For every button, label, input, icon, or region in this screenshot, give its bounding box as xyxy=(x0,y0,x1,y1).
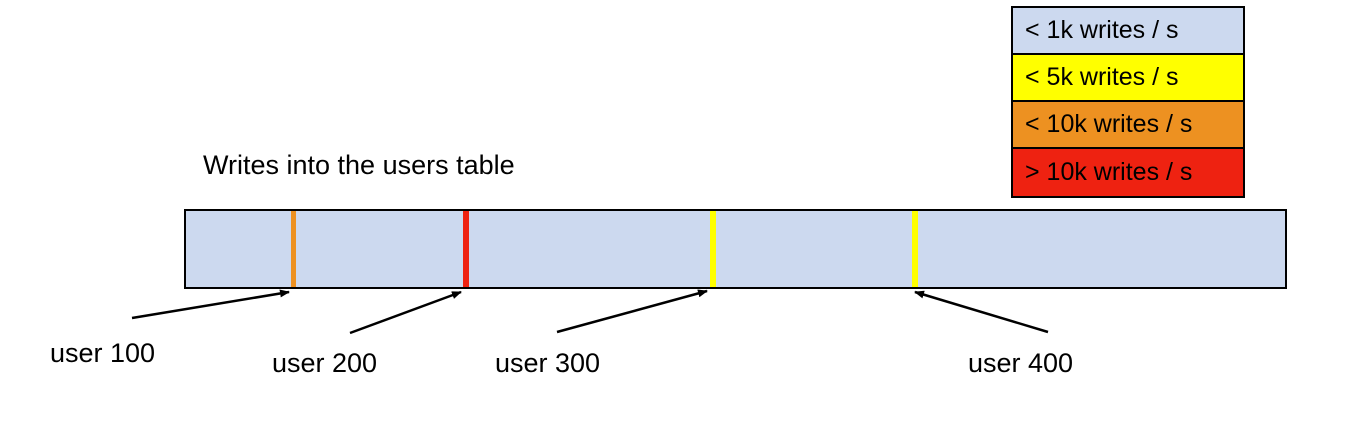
legend-label-lt-1k: < 1k writes / s xyxy=(1025,16,1179,44)
legend: < 1k writes / s < 5k writes / s < 10k wr… xyxy=(1011,6,1245,198)
chart-title: Writes into the users table xyxy=(203,150,515,180)
arrow-user-100 xyxy=(131,289,290,320)
legend-row-lt-5k: < 5k writes / s xyxy=(1013,55,1243,102)
callout-label-user-100: user 100 xyxy=(50,338,156,368)
legend-row-lt-10k: < 10k writes / s xyxy=(1013,102,1243,149)
stripe-user-100 xyxy=(291,211,296,287)
legend-label-lt-10k: < 10k writes / s xyxy=(1025,110,1193,138)
legend-row-lt-1k: < 1k writes / s xyxy=(1013,8,1243,55)
stripe-user-200 xyxy=(463,211,469,287)
legend-row-gt-10k: > 10k writes / s xyxy=(1013,149,1243,196)
callout-label-user-300: user 300 xyxy=(495,348,601,378)
users-table-bar xyxy=(184,209,1287,289)
stripe-user-400 xyxy=(912,211,918,287)
callout-label-user-200: user 200 xyxy=(272,348,378,378)
stripe-user-300 xyxy=(710,211,716,287)
legend-label-lt-5k: < 5k writes / s xyxy=(1025,63,1179,91)
arrow-user-400 xyxy=(914,290,1049,334)
arrow-user-200 xyxy=(349,290,462,335)
callout-label-user-400: user 400 xyxy=(968,348,1074,378)
legend-label-gt-10k: > 10k writes / s xyxy=(1025,158,1193,186)
arrow-user-300 xyxy=(556,289,708,334)
